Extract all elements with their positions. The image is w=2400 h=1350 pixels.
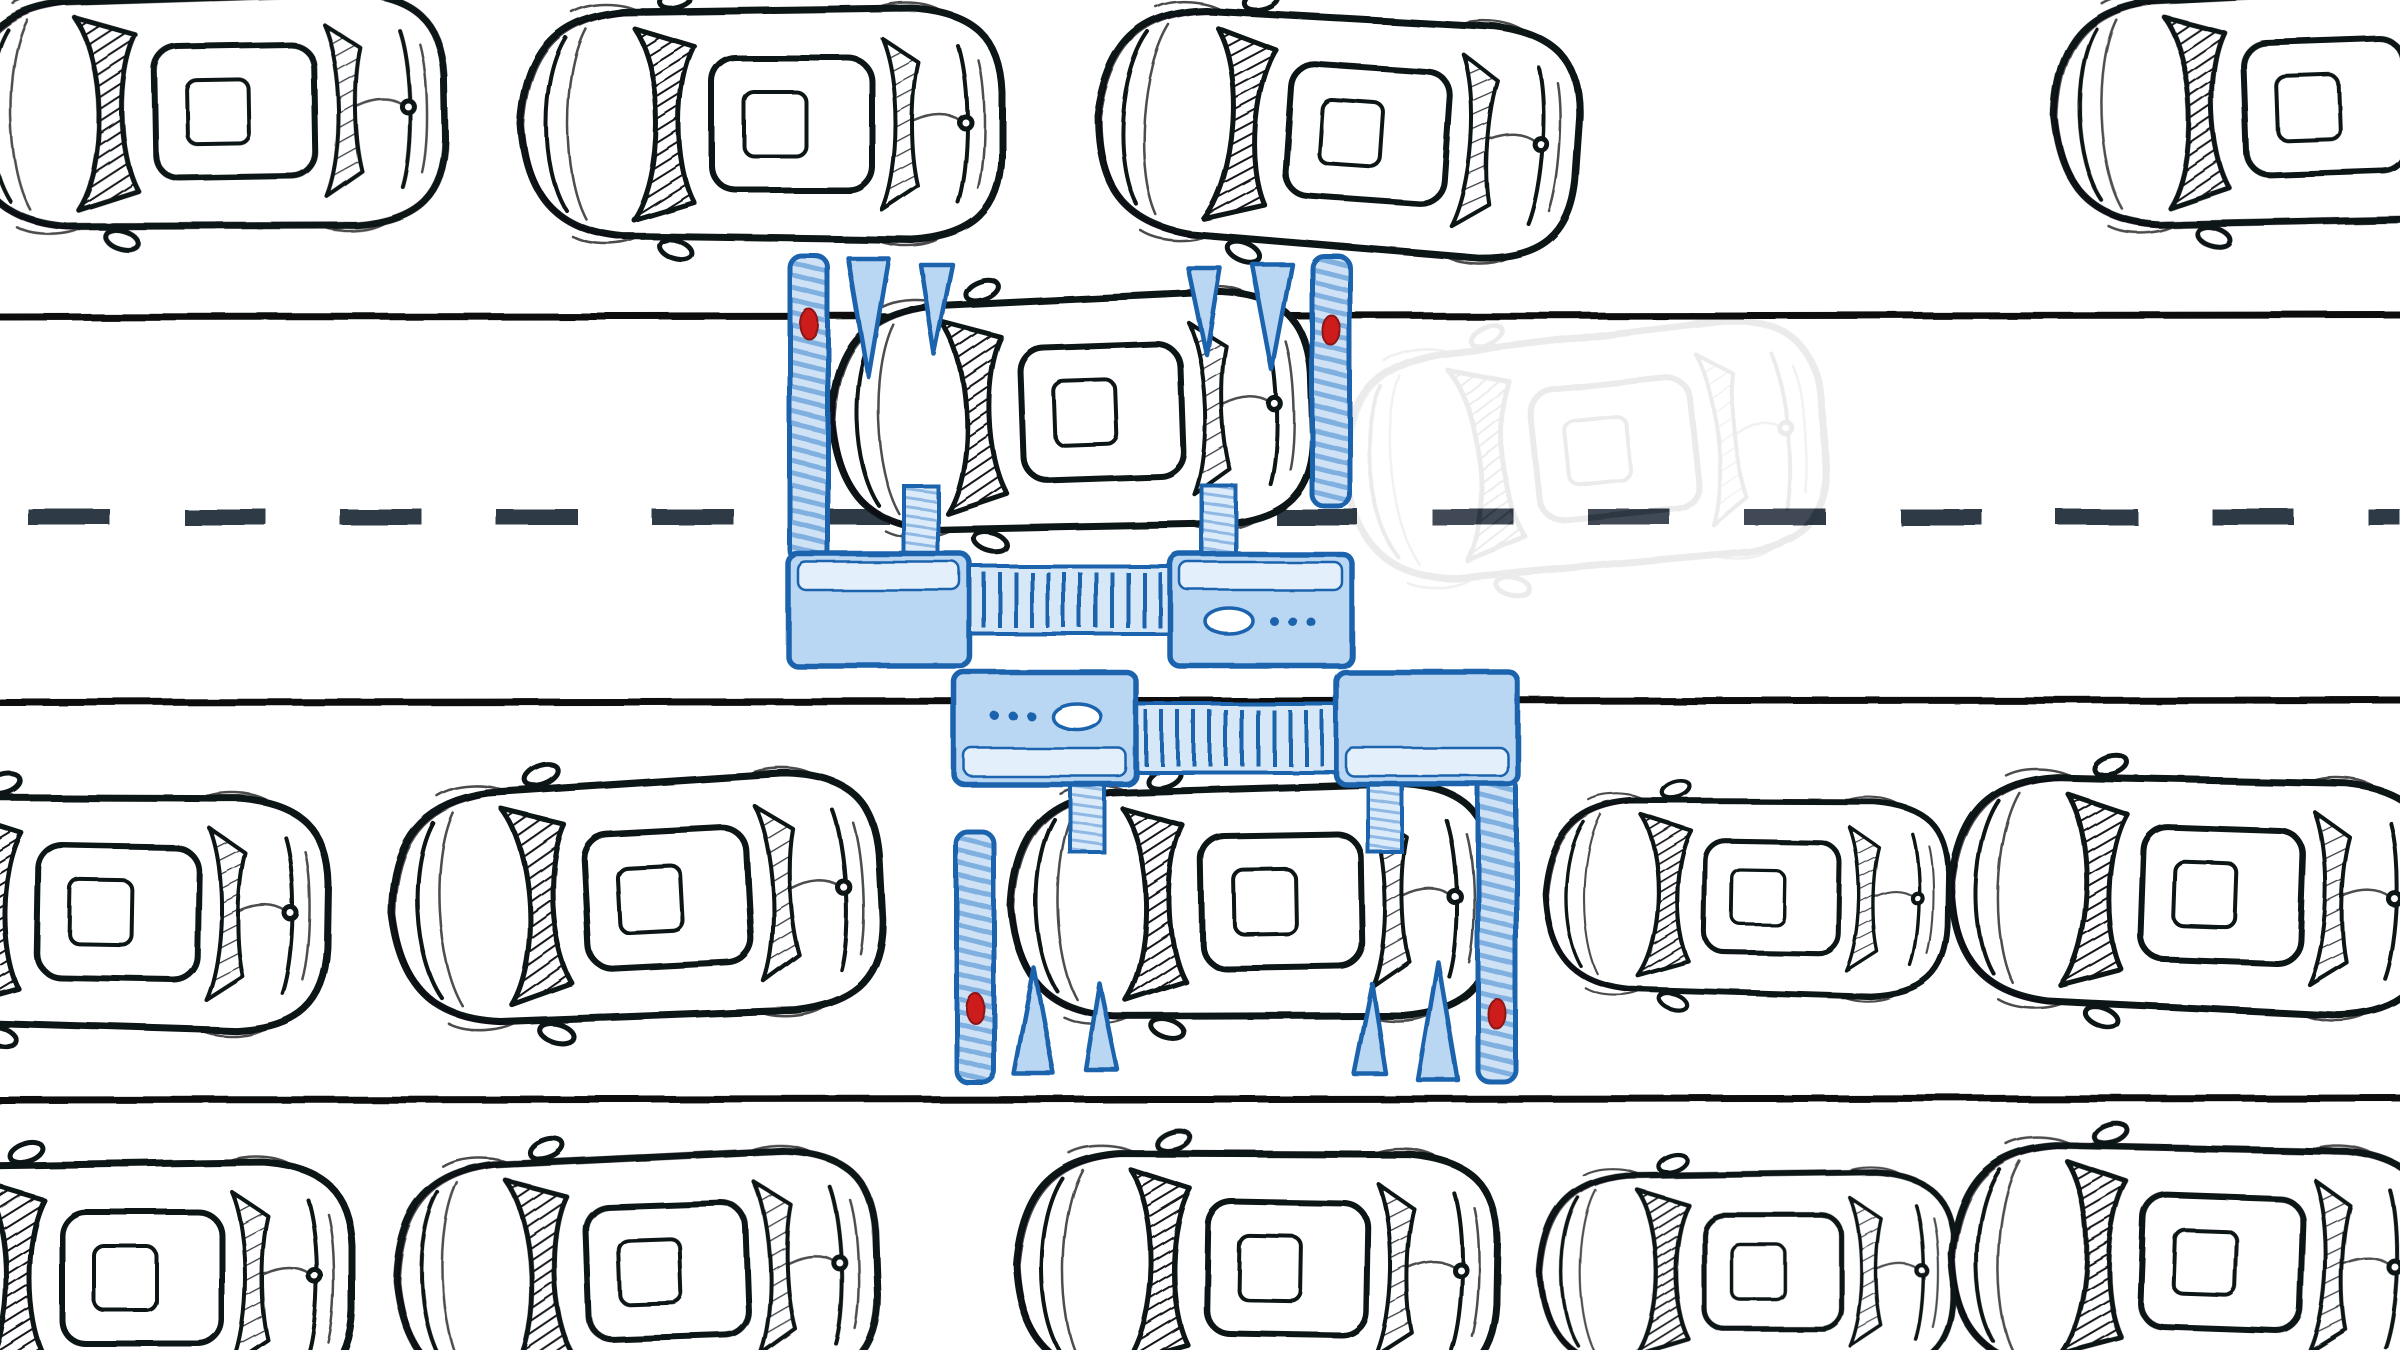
sketch-car [1540, 1152, 1954, 1350]
sketch-car [1088, 0, 1587, 288]
sketch-car [1014, 1124, 1500, 1350]
sketch-car [2049, 0, 2400, 256]
sketch-car [1946, 1114, 2400, 1350]
sketch-car [384, 745, 889, 1056]
sketch-car [0, 0, 447, 256]
sketch-car [0, 1138, 352, 1350]
carried-car [826, 265, 1316, 561]
lane-divider-line [0, 696, 2400, 706]
lane-divider-line [0, 1094, 2400, 1104]
ghost-car [1331, 288, 1839, 616]
sketch-car [521, 0, 1002, 264]
sketch-car [391, 1124, 881, 1350]
sketch-car [1946, 746, 2400, 1042]
sketch-car [1543, 776, 1951, 1018]
sketch-car [0, 768, 330, 1056]
